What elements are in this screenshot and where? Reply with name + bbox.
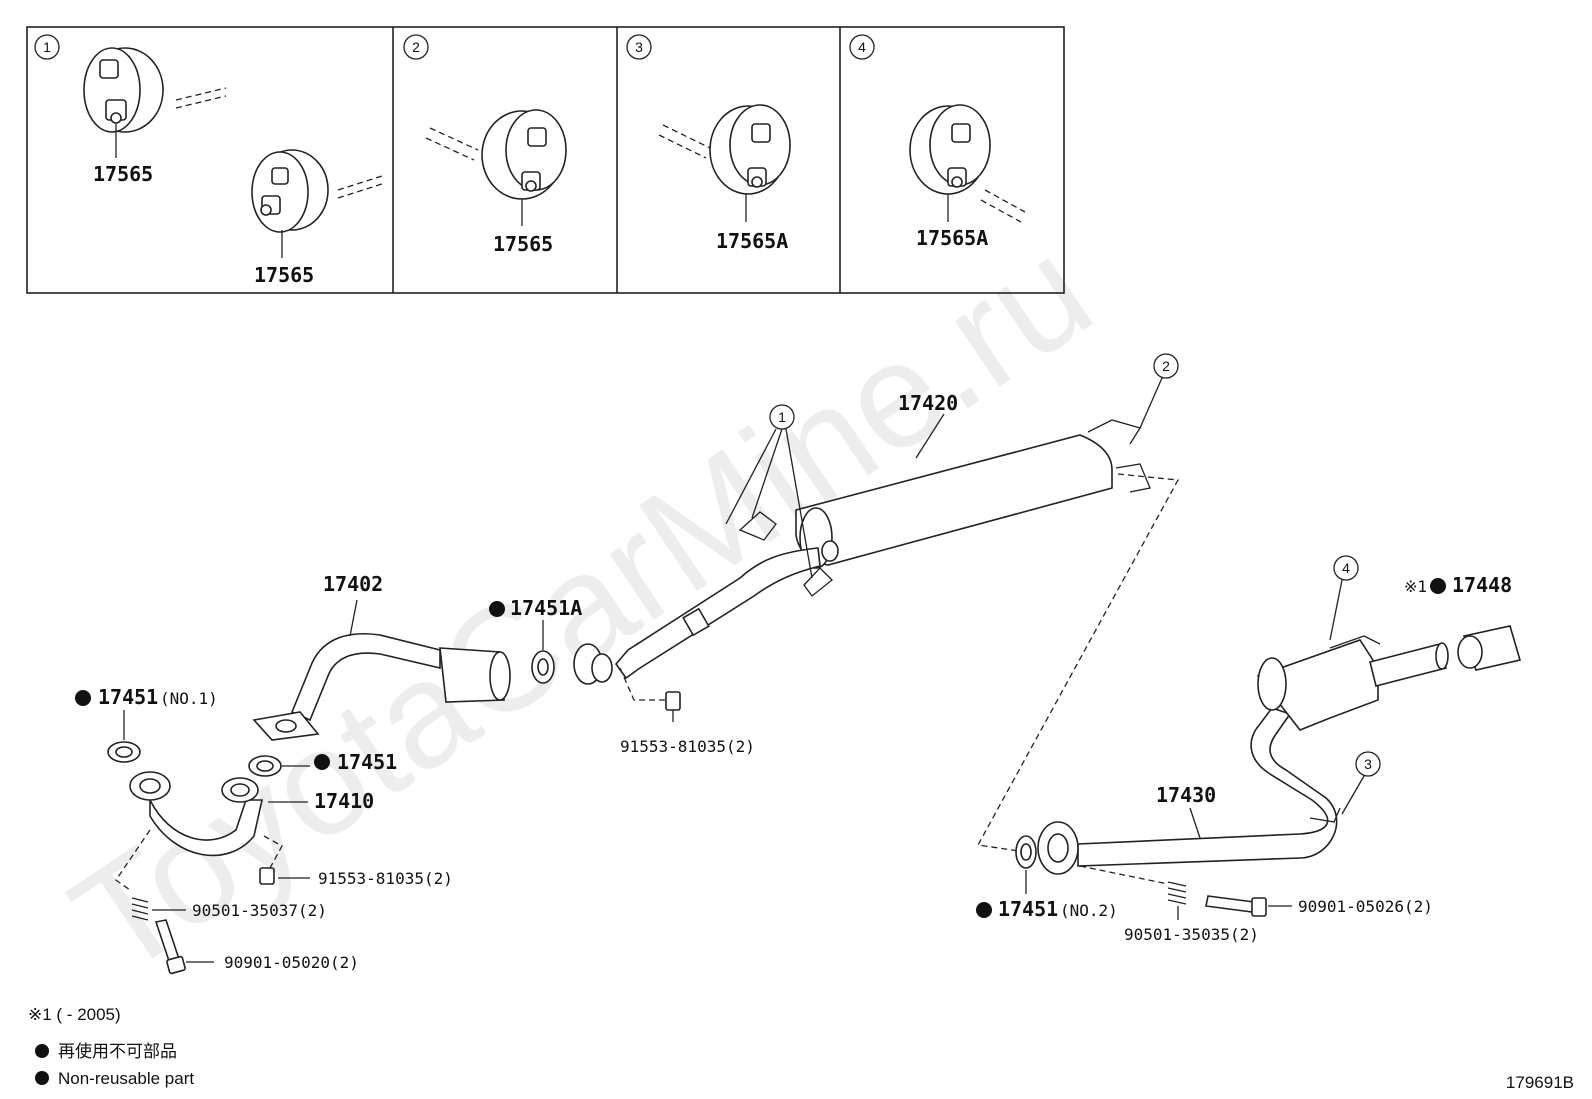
panel-index: 2	[412, 39, 420, 55]
svg-text:1: 1	[778, 409, 786, 425]
part-label-90901-05026: 90901-05026(2)	[1298, 897, 1433, 916]
part-label-17402: 17402	[323, 572, 383, 596]
part-number: 17565	[93, 162, 153, 186]
panel-index: 4	[858, 39, 866, 55]
part-label-90901-05020: 90901-05020(2)	[224, 953, 359, 972]
part-number: 17565	[493, 232, 553, 256]
note-ref-1: ※1	[1404, 577, 1427, 596]
tail-pipe-17430	[1037, 635, 1449, 875]
inset-panels: 1 17565 17565	[26, 26, 1065, 294]
inset-panel-3: 3 17565A	[626, 34, 791, 253]
part-label-17451A: 17451A	[510, 596, 582, 620]
legend-jp: 再使用不可部品	[58, 1041, 177, 1061]
part-label-suffix-no2: (NO.2)	[1060, 901, 1118, 920]
non-reusable-dot-icon	[35, 1044, 49, 1058]
spring-icon	[1167, 881, 1187, 905]
callout-marker-2: 2	[1139, 353, 1179, 429]
rubber-hanger-icon	[709, 104, 791, 195]
panel-index: 3	[635, 39, 643, 55]
part-label-17451-no1: 17451	[98, 685, 158, 709]
inset-panel-1: 1 17565 17565	[34, 34, 383, 287]
diagram-id: 179691B	[1506, 1073, 1574, 1092]
part-label-91553-b: 91553-81035(2)	[318, 869, 453, 888]
exhaust-tip-17448	[1457, 625, 1522, 671]
long-bolt-icon	[154, 919, 186, 975]
rubber-hanger-icon	[481, 109, 567, 200]
svg-text:3: 3	[1364, 756, 1372, 772]
callout-marker-1: 1	[725, 404, 813, 579]
rubber-hanger-icon	[251, 149, 329, 233]
non-reusable-dot-icon	[35, 1071, 49, 1085]
non-reusable-dot-icon	[314, 754, 330, 770]
bolt-icon	[665, 691, 681, 722]
part-number: 17565A	[716, 229, 788, 253]
part-label-17451: 17451	[337, 750, 397, 774]
exhaust-pipe-17410	[129, 771, 263, 857]
svg-text:2: 2	[1162, 358, 1170, 374]
part-label-suffix-no1: (NO.1)	[160, 689, 218, 708]
callout-marker-3: 3	[1341, 751, 1381, 815]
center-muffler-assembly	[573, 419, 1151, 685]
part-label-17451-no2: 17451	[998, 897, 1058, 921]
non-reusable-dot-icon	[1430, 578, 1446, 594]
legend-en: Non-reusable part	[58, 1069, 194, 1088]
part-label-90501-35037: 90501-35037(2)	[192, 901, 327, 920]
part-label-17410: 17410	[314, 789, 374, 813]
inset-panel-4: 4 17565A	[849, 34, 1026, 250]
part-label-17430: 17430	[1156, 783, 1216, 807]
svg-text:4: 4	[1342, 560, 1350, 576]
footnote: ※1 ( - 2005)	[28, 1005, 121, 1024]
callout-marker-4: 4	[1329, 555, 1359, 641]
bolt-icon	[259, 867, 275, 885]
part-label-91553-a: 91553-81035(2)	[620, 737, 755, 756]
non-reusable-dot-icon	[489, 601, 505, 617]
non-reusable-dot-icon	[976, 902, 992, 918]
long-bolt-icon	[1205, 895, 1267, 917]
part-label-90501-35035: 90501-35035(2)	[1124, 925, 1259, 944]
part-number: 17565A	[916, 226, 988, 250]
part-label-17420: 17420	[898, 391, 958, 415]
spring-icon	[131, 897, 149, 921]
non-reusable-dot-icon	[75, 690, 91, 706]
inset-panel-2: 2 17565	[403, 34, 567, 256]
front-pipe-17402	[252, 633, 511, 741]
panel-index: 1	[43, 39, 51, 55]
part-label-17448: 17448	[1452, 573, 1512, 597]
part-number: 17565	[254, 263, 314, 287]
rubber-hanger-icon	[83, 47, 164, 133]
rubber-hanger-icon	[909, 104, 991, 195]
